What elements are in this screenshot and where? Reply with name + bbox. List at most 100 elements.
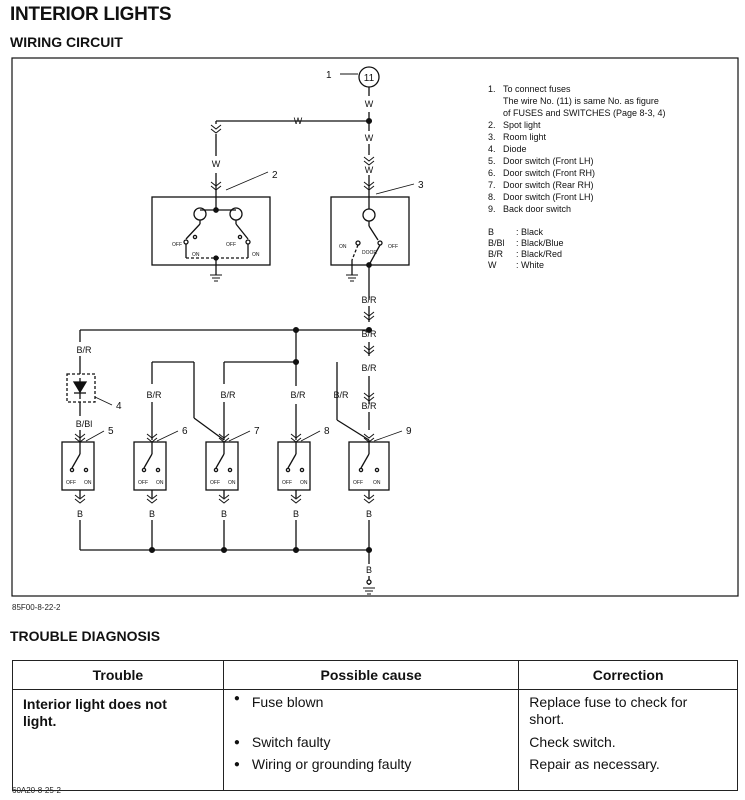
cause-item: Wiring or grounding faulty: [224, 756, 518, 778]
note-3-text: Room light: [503, 132, 547, 142]
wire-label-br: B/R: [76, 345, 92, 355]
door-switch-front-lh-5: [61, 441, 95, 498]
on-label: ON: [192, 252, 200, 258]
wire-label-w: W: [365, 165, 374, 175]
back-door-switch-9: [348, 440, 390, 498]
note-2-num: 2.: [488, 120, 496, 130]
legend-name-w: : White: [516, 260, 544, 270]
off-label: OFF: [388, 244, 398, 250]
note-4-text: Diode: [503, 144, 527, 154]
table-header-row: Trouble Possible cause Correction: [12, 660, 738, 690]
cause-item: Switch faulty: [224, 734, 518, 756]
wire-label-bbl: B/Bl: [76, 419, 93, 429]
trouble-diagnosis-heading: TROUBLE DIAGNOSIS: [10, 628, 161, 644]
legend-name-b: : Black: [516, 227, 544, 237]
callout-6: 6: [182, 426, 188, 437]
wire-label-br: B/R: [361, 401, 377, 411]
note-6-text: Door switch (Front RH): [503, 168, 595, 178]
wire-label-b: B: [77, 509, 83, 519]
wire-label-br: B/R: [361, 329, 377, 339]
callout-2: 2: [272, 170, 278, 181]
off-label: OFF: [353, 480, 363, 486]
correction-item: Replace fuse to check for short.: [529, 694, 688, 727]
legend-code-bbl: B/Bl: [488, 238, 505, 248]
wire-label-w: W: [212, 159, 221, 169]
off-label: OFF: [172, 242, 182, 248]
room-light-bulb: [362, 208, 376, 222]
note-5-num: 5.: [488, 156, 496, 166]
note-7-num: 7.: [488, 180, 496, 190]
on-label: ON: [300, 480, 308, 486]
legend-code-b: B: [488, 227, 494, 237]
note-1-line3: of FUSES and SWITCHES (Page 8-3, 4): [503, 108, 666, 118]
door-label: DOOR: [362, 250, 377, 256]
wire-label-b: B: [149, 509, 155, 519]
on-label: ON: [252, 252, 260, 258]
callout-8: 8: [324, 426, 330, 437]
note-5-text: Door switch (Front LH): [503, 156, 594, 166]
section-subtitle: WIRING CIRCUIT: [10, 34, 123, 50]
note-7-text: Door switch (Rear RH): [503, 180, 594, 190]
callout-4: 4: [116, 401, 122, 412]
trouble-cell: Interior light does not light.: [12, 689, 224, 791]
callout-7: 7: [254, 426, 260, 437]
door-switch-front-rh-6: [133, 441, 167, 498]
trouble-text: Interior light does not light.: [23, 696, 167, 729]
column-header-trouble: Trouble: [12, 660, 224, 690]
wire-label-w: W: [294, 116, 303, 126]
callout-5: 5: [108, 426, 114, 437]
wire-label-br: B/R: [361, 295, 377, 305]
wire-label-b: B: [366, 565, 372, 575]
note-6-num: 6.: [488, 168, 496, 178]
note-1-num: 1.: [488, 84, 496, 94]
wire-label-br: B/R: [220, 390, 236, 400]
wire-label-b: B: [366, 509, 372, 519]
off-label: OFF: [282, 480, 292, 486]
wire-label-w: W: [365, 99, 374, 109]
note-1-line2: The wire No. (11) is same No. as figure: [503, 96, 659, 106]
figure-code: 85F00-8-22-2: [12, 603, 61, 612]
wire-label-b: B: [221, 509, 227, 519]
off-label: OFF: [138, 480, 148, 486]
ground-symbol: [363, 587, 375, 595]
note-8-text: Door switch (Front LH): [503, 192, 594, 202]
wire-label-b: B: [293, 509, 299, 519]
callout-3: 3: [418, 180, 424, 191]
on-label: ON: [156, 480, 164, 486]
column-header-correction: Correction: [518, 660, 738, 690]
fuse-number: 11: [364, 73, 375, 84]
note-1-line1: To connect fuses: [503, 84, 571, 94]
wiring-diagram: 11 1 2 3 4 5 6 7 8 9 W W W W W B/R B/R B…: [11, 57, 739, 597]
correction-item: Repair as necessary.: [529, 756, 660, 772]
note-9-num: 9.: [488, 204, 496, 214]
table-row: Interior light does not light. Fuse blow…: [12, 689, 738, 791]
figure-code: 60A20-8-25-2: [12, 786, 61, 795]
trouble-diagnosis-table: Trouble Possible cause Correction Interi…: [12, 660, 738, 791]
cause-cell: Fuse blown Switch faulty Wiring or groun…: [222, 689, 520, 791]
legend-code-br: B/R: [488, 249, 504, 259]
wire-label-br: B/R: [333, 390, 349, 400]
diode-box: [66, 373, 96, 403]
wire-label-w: W: [365, 133, 374, 143]
note-8-num: 8.: [488, 192, 496, 202]
door-switch-rear-rh-7: [205, 441, 239, 498]
wire-label-br: B/R: [361, 363, 377, 373]
spot-light-box: [151, 196, 271, 266]
on-label: ON: [339, 244, 347, 250]
wire-label-br: B/R: [290, 390, 306, 400]
column-header-cause: Possible cause: [222, 660, 520, 690]
on-label: ON: [373, 480, 381, 486]
correction-item: Check switch.: [529, 734, 616, 750]
on-label: ON: [228, 480, 236, 486]
wire-color-legend: B : Black B/Bl : Black/Blue B/R : Black/…: [488, 227, 564, 270]
callout-1: 1: [326, 70, 332, 81]
legend-name-bbl: : Black/Blue: [516, 238, 564, 248]
cause-item: Fuse blown: [224, 690, 518, 734]
door-switch-front-lh-8: [277, 441, 311, 498]
note-2-text: Spot light: [503, 120, 541, 130]
off-label: OFF: [210, 480, 220, 486]
off-label: OFF: [66, 480, 76, 486]
legend-code-w: W: [488, 260, 497, 270]
note-4-num: 4.: [488, 144, 496, 154]
component-notes: 1. To connect fuses The wire No. (11) is…: [488, 84, 666, 214]
